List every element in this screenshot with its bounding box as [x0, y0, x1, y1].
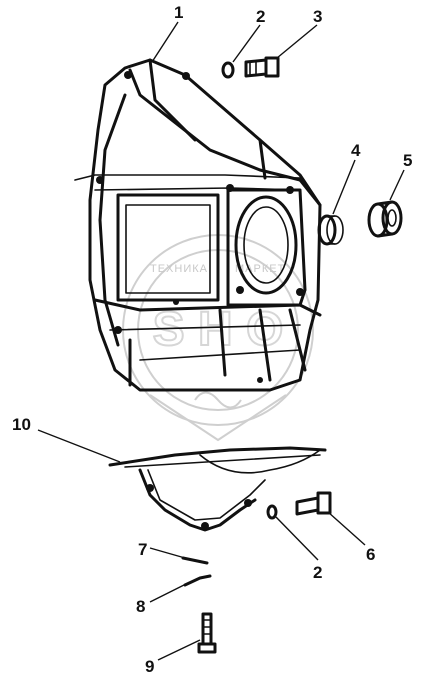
- callout-6: 6: [366, 545, 375, 564]
- callout-8: 8: [136, 597, 145, 616]
- callout-labels: 1 2 3 4 5 10 2 6 7 8 9: [12, 3, 412, 676]
- callout-1: 1: [174, 3, 183, 22]
- screw: [197, 612, 217, 654]
- spring-clip: [183, 574, 212, 587]
- watermark-text: ТЕХНИКА: [150, 263, 208, 275]
- bolt-top: [244, 56, 280, 78]
- callout-2-lower: 2: [313, 563, 322, 582]
- clutch-housing: [74, 58, 322, 392]
- pin: [181, 556, 209, 565]
- cover-plate: [108, 446, 327, 532]
- callout-2-top: 2: [256, 7, 265, 26]
- seal-ring: [317, 214, 344, 246]
- callout-9: 9: [145, 657, 154, 676]
- bolt-lower: [295, 491, 332, 516]
- callout-3: 3: [313, 7, 322, 26]
- bearing: [367, 200, 403, 238]
- callout-4: 4: [351, 141, 361, 160]
- callout-7: 7: [138, 540, 147, 559]
- leader-lines: [37, 21, 405, 661]
- callout-5: 5: [403, 151, 412, 170]
- washer-lower: [266, 504, 278, 520]
- washer-top: [221, 61, 235, 79]
- callout-10: 10: [12, 415, 31, 434]
